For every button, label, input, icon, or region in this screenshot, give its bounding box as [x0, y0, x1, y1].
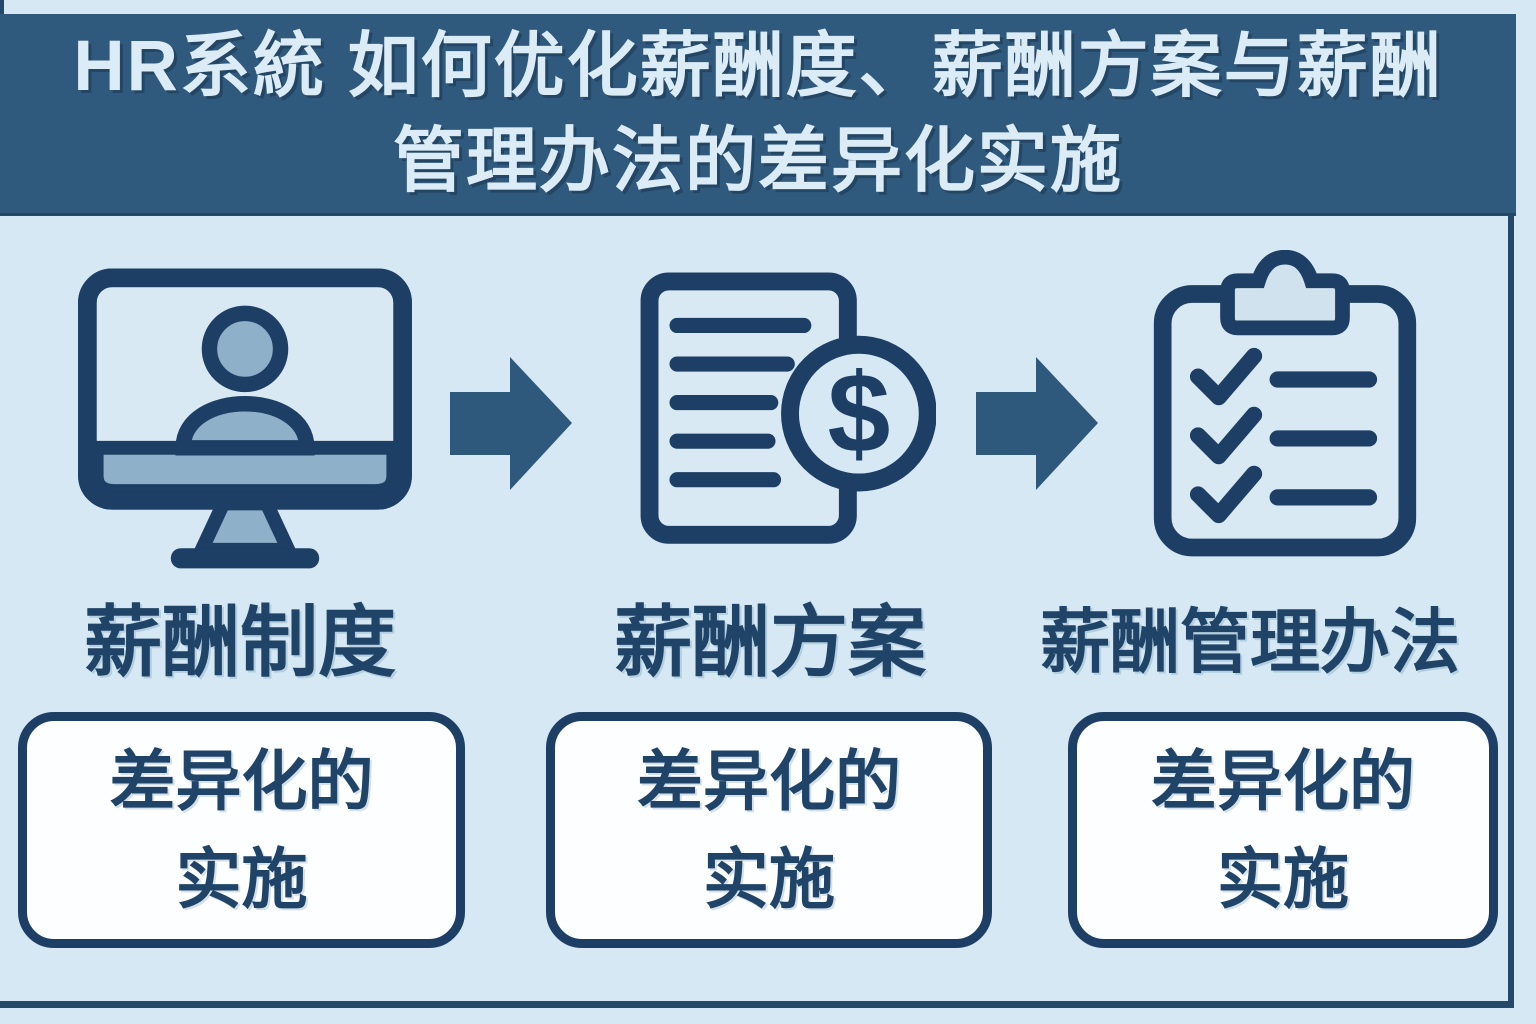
implementation-box-salary-system: 差异化的 实施	[18, 712, 465, 948]
page-title-line-2: 管理办法的差异化实施	[392, 121, 1123, 201]
clipboard-checklist-icon	[1153, 250, 1417, 557]
implementation-box-salary-management: 差异化的 实施	[1068, 712, 1498, 948]
column-label-salary-plan: 薪酬方案	[613, 598, 926, 686]
implementation-box-text-line-1: 差异化的	[109, 744, 374, 818]
implementation-box-text-line-2: 实施	[703, 842, 835, 916]
implementation-box-salary-plan: 差异化的 实施	[546, 712, 992, 948]
implementation-box-text-line-2: 实施	[1217, 842, 1349, 916]
frame-right-border	[1508, 213, 1514, 1008]
header-band: HR系統 如何优化薪酬度、薪酬方案与薪酬 管理办法的差异化实施	[0, 14, 1516, 216]
page-title-line-1: HR系統 如何优化薪酬度、薪酬方案与薪酬	[73, 26, 1443, 106]
arrow-right-icon	[976, 357, 1098, 490]
frame-bottom-border	[0, 1001, 1514, 1008]
monitor-user-icon	[78, 268, 412, 569]
document-dollar-icon: $	[640, 272, 936, 544]
arrow-right-icon	[450, 357, 572, 490]
column-label-salary-system: 薪酬制度	[83, 598, 396, 686]
implementation-box-text-line-1: 差异化的	[637, 744, 901, 818]
implementation-box-text-line-1: 差异化的	[1151, 744, 1415, 818]
implementation-box-text-line-2: 实施	[175, 842, 308, 916]
column-label-salary-management: 薪酬管理办法	[1040, 603, 1460, 681]
dollar-symbol: $	[827, 350, 890, 476]
